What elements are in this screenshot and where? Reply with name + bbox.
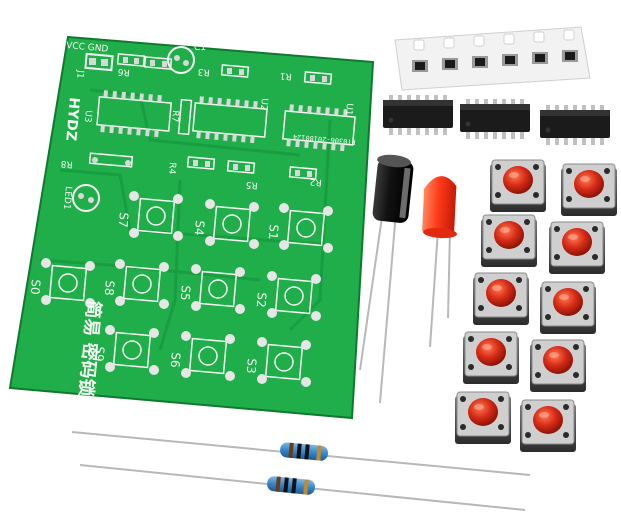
switch-label: S7 [116, 212, 131, 228]
switch-footprint-s2: S2 [254, 271, 321, 321]
smd-resistor [562, 29, 578, 62]
ic-chip [460, 99, 530, 139]
ic-chip [540, 105, 610, 145]
switch-label: S3 [244, 358, 259, 374]
capacitor-footprint: C1 [167, 43, 206, 74]
connector-label: J1 [74, 69, 85, 79]
ic-label-u1: U1 [343, 103, 354, 116]
resistor-labels: R1 R2 R3 R4 R5 R6 R7 R8 [60, 66, 322, 190]
tactile-button [561, 163, 617, 216]
switch-label: S8 [102, 280, 117, 296]
tactile-button [549, 221, 605, 274]
switch-footprint-s3: S3 [244, 337, 311, 387]
ic-footprints: U3 U2 U1 [82, 90, 356, 152]
red-led [422, 176, 457, 348]
smd-resistor [412, 39, 428, 72]
power-labels: VCC GND [66, 41, 109, 55]
svg-text:R5: R5 [245, 179, 258, 190]
switch-label: S1 [266, 224, 281, 240]
tactile-button [520, 399, 576, 452]
tactile-button [490, 159, 546, 212]
pcb-board: VCC GND J1 C1 [8, 35, 375, 420]
resistor-footprints [88, 53, 333, 180]
smd-resistor [472, 35, 488, 68]
switch-label: S6 [168, 352, 183, 368]
switch-footprint-s0: S0 [28, 258, 95, 308]
ic-label-u3: U3 [82, 110, 93, 123]
capacitor-label: C1 [194, 43, 206, 53]
switch-label: S4 [192, 220, 207, 236]
electrolytic-capacitor [359, 154, 414, 404]
switch-label: S9 [92, 346, 107, 362]
tactile-button [481, 214, 537, 267]
svg-text:R2: R2 [309, 176, 322, 187]
tactile-button [530, 339, 586, 392]
switch-footprint-s6: S6 [168, 331, 235, 381]
svg-text:R4: R4 [166, 162, 177, 175]
ic-label-u2: U2 [258, 98, 269, 111]
svg-text:R3: R3 [197, 66, 210, 77]
led-label: LED1 [61, 186, 73, 210]
switch-footprint-s7: S7 [116, 191, 183, 241]
smd-resistor-tape [394, 26, 591, 91]
pcb-brand: HYDZ [62, 97, 82, 142]
switch-footprint-s5: S5 [178, 264, 245, 314]
svg-text:R6: R6 [117, 66, 130, 77]
power-connector: VCC GND J1 [66, 41, 114, 79]
smd-resistor [502, 33, 518, 66]
tactile-button [540, 281, 596, 334]
tactile-button [473, 272, 529, 325]
switch-label: S0 [28, 279, 43, 295]
switch-footprint-s1: S1 [266, 203, 333, 253]
switch-footprint-s8: S8 [102, 259, 169, 309]
switch-footprint-s4: S4 [192, 199, 259, 249]
switch-label: S2 [254, 292, 269, 308]
led-footprint: LED1 [61, 184, 100, 212]
svg-text:R1: R1 [279, 70, 292, 81]
tactile-buttons [455, 159, 617, 452]
svg-text:R7: R7 [169, 110, 180, 123]
smd-resistor [532, 31, 548, 64]
switch-footprint-s9: S9 [92, 325, 159, 375]
axial-resistors [71, 431, 531, 511]
ic-chip [383, 95, 453, 135]
smd-resistor [442, 37, 458, 70]
switch-label: S5 [178, 285, 193, 301]
tactile-button [455, 391, 511, 444]
svg-text:R8: R8 [60, 158, 73, 169]
ic-chips [383, 95, 610, 145]
tactile-button [463, 331, 519, 384]
